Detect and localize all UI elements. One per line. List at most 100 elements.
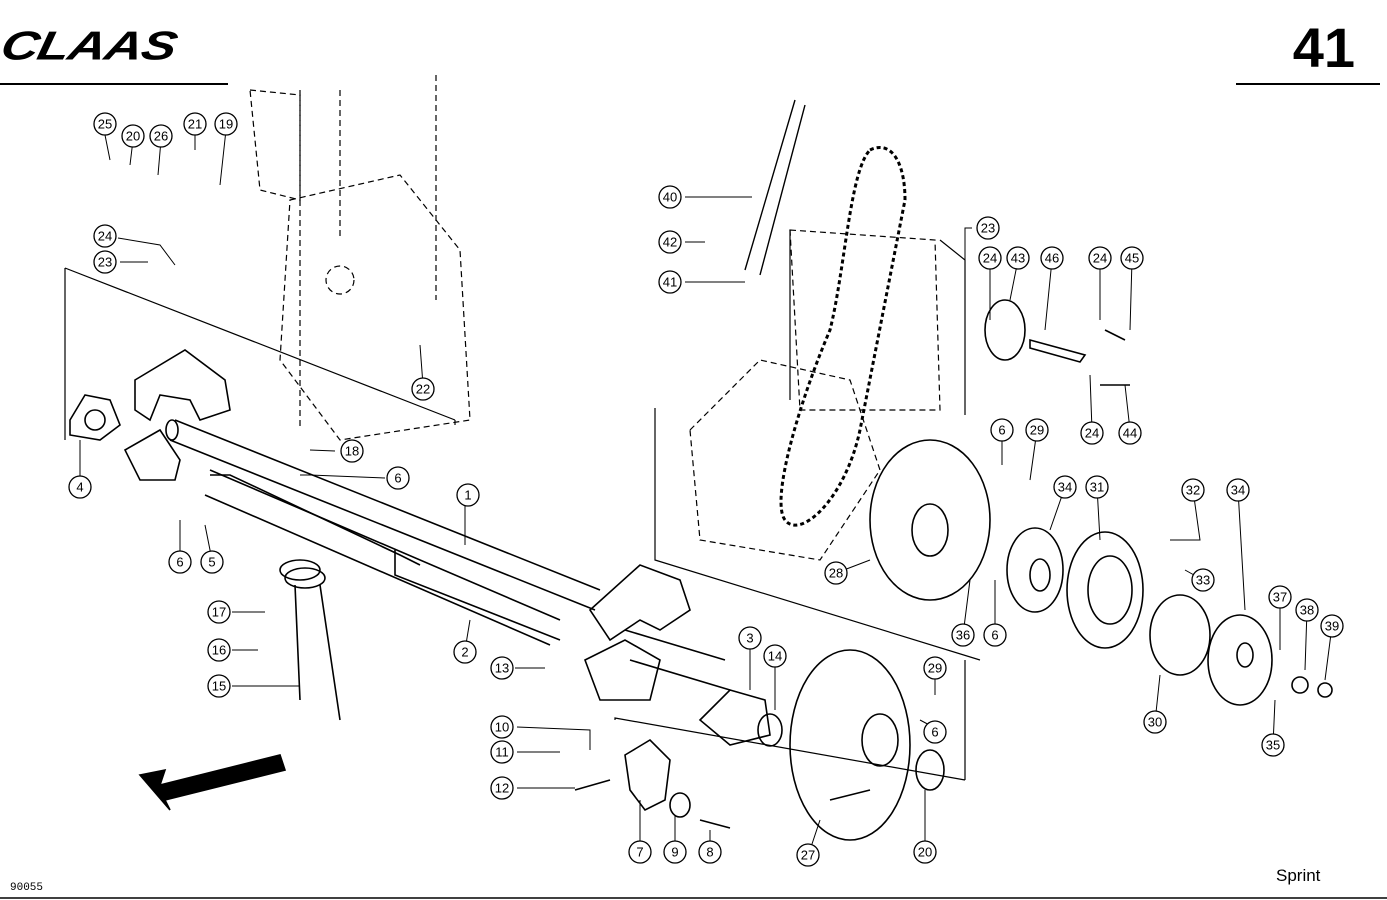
callout-number: 34 [1231, 483, 1245, 498]
cam-disc-left-upper [134, 349, 231, 422]
callout-c28: 28 [824, 561, 848, 585]
cam-disc-right-upper [588, 564, 691, 642]
drawing-code: 90055 [10, 882, 44, 894]
callout-number: 10 [495, 720, 509, 735]
callout-number: 20 [126, 129, 140, 144]
callout-number: 11 [495, 745, 509, 760]
callout-c3: 3 [738, 626, 762, 650]
callout-circle [983, 623, 1007, 647]
bearing-flange-4 [69, 394, 121, 441]
callout-number: 12 [495, 781, 509, 796]
callout-number: 38 [1300, 603, 1314, 618]
callout-c42: 42 [658, 230, 682, 254]
callout-c21: 21 [183, 112, 207, 136]
callout-number: 6 [931, 725, 938, 740]
callout-number: 29 [1030, 423, 1044, 438]
callout-c11: 11 [490, 740, 514, 764]
callout-circle [1191, 568, 1215, 592]
callout-circle [923, 656, 947, 680]
callout-circle [1053, 475, 1077, 499]
callout-c2: 2 [453, 640, 477, 664]
callout-number: 23 [98, 255, 112, 270]
callout-circle [976, 216, 1000, 240]
callout-c10: 10 [490, 715, 514, 739]
callout-number: 24 [983, 251, 997, 266]
stub-shaft [624, 629, 731, 691]
cam-disc-left-lower [123, 428, 181, 481]
callout-c8: 8 [698, 840, 722, 864]
callout-number: 19 [219, 117, 233, 132]
callout-number: 5 [208, 555, 215, 570]
callout-circle [763, 644, 787, 668]
callout-c40: 40 [658, 185, 682, 209]
callout-circle [1118, 421, 1142, 445]
link-46 [1029, 338, 1087, 363]
callout-circle [1025, 418, 1049, 442]
callout-number: 39 [1325, 619, 1339, 634]
callout-number: 14 [768, 649, 782, 664]
callout-number: 43 [1011, 251, 1025, 266]
callout-c33: 33 [1191, 568, 1215, 592]
callout-number: 40 [663, 190, 677, 205]
callout-number: 6 [998, 423, 1005, 438]
callout-circle [168, 550, 192, 574]
callout-c36: 36 [951, 623, 975, 647]
callout-circle [1040, 246, 1064, 270]
bearing-3 [698, 689, 771, 746]
callout-number: 16 [212, 643, 226, 658]
washer-9 [669, 792, 691, 818]
callout-circle [738, 626, 762, 650]
right-frame-plate [689, 229, 941, 561]
bolt-8 [699, 819, 731, 829]
callout-circle [658, 185, 682, 209]
callout-circle [490, 776, 514, 800]
callout-number: 44 [1123, 426, 1137, 441]
callout-circle [1085, 475, 1109, 499]
callout-number: 32 [1186, 483, 1200, 498]
callout-number: 35 [1266, 738, 1280, 753]
callout-circle [214, 112, 238, 136]
callout-number: 24 [98, 229, 112, 244]
callout-number: 45 [1125, 251, 1139, 266]
callout-circle [93, 250, 117, 274]
tine-spring-15 [279, 559, 341, 721]
callout-circle [658, 270, 682, 294]
callout-number: 13 [495, 661, 509, 676]
callout-circle [183, 112, 207, 136]
callout-number: 41 [663, 275, 677, 290]
callout-c4: 4 [68, 475, 92, 499]
callout-circle [68, 475, 92, 499]
callout-number: 18 [345, 444, 359, 459]
callout-c20b: 20 [913, 840, 937, 864]
callout-number: 25 [98, 117, 112, 132]
callout-number: 4 [76, 480, 83, 495]
callout-c43: 43 [1006, 246, 1030, 270]
bolts-44-45 [1100, 329, 1130, 386]
crank-arm-7 [624, 738, 671, 812]
callout-circle [1268, 585, 1292, 609]
callout-c19: 19 [214, 112, 238, 136]
callout-number: 29 [928, 661, 942, 676]
callout-circle [923, 720, 947, 744]
callout-number: 28 [829, 566, 843, 581]
callout-c9: 9 [663, 840, 687, 864]
callout-c22: 22 [411, 377, 435, 401]
callout-circle [628, 840, 652, 864]
callout-c6a: 6 [386, 466, 410, 490]
callout-circle [93, 224, 117, 248]
callout-c6e: 6 [983, 623, 1007, 647]
cam-disc-right-lower [583, 639, 661, 701]
callout-number: 33 [1196, 573, 1210, 588]
callout-circle [663, 840, 687, 864]
callout-c29b: 29 [1025, 418, 1049, 442]
callout-circle [93, 112, 117, 136]
callout-c25: 25 [93, 112, 117, 136]
callout-number: 21 [188, 117, 202, 132]
washer-38 [1291, 676, 1309, 694]
callout-number: 30 [1148, 715, 1162, 730]
callout-number: 26 [154, 129, 168, 144]
ring-14 [757, 713, 783, 747]
callout-circle [1226, 478, 1250, 502]
